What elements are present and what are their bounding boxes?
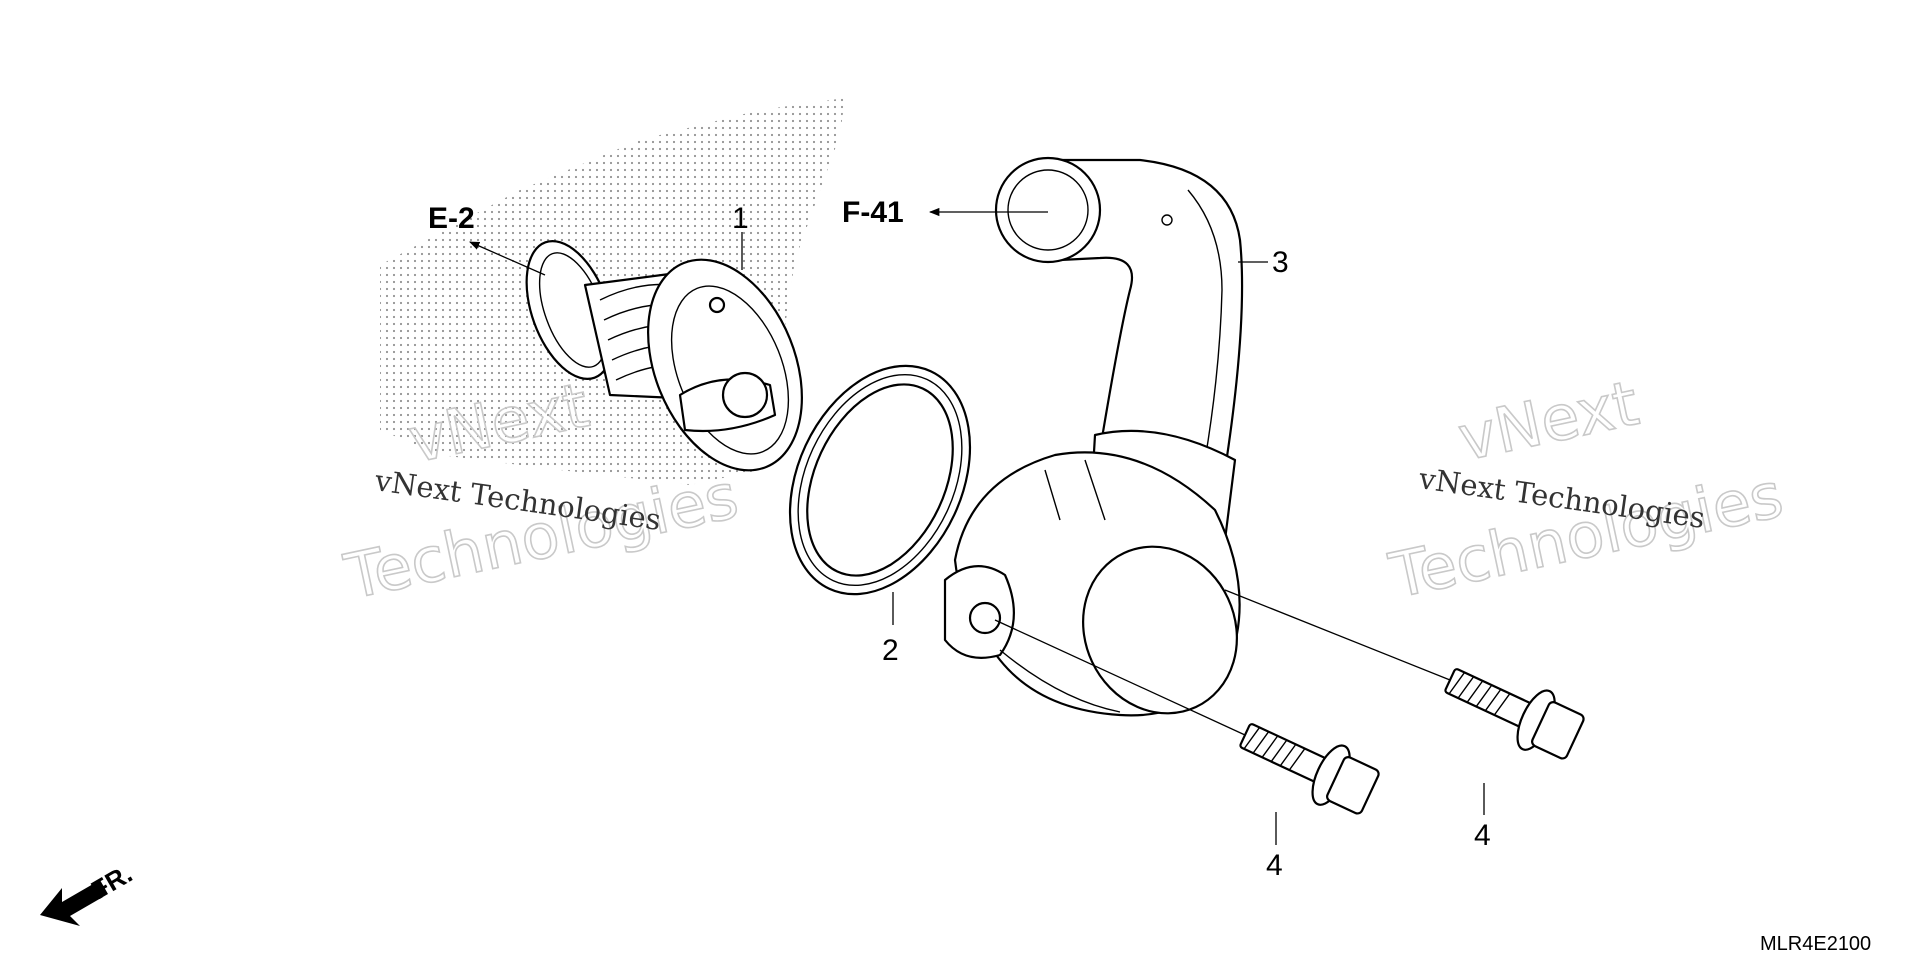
bolt-right	[1444, 668, 1585, 760]
front-arrow-icon	[40, 880, 108, 926]
front-direction-indicator: FR.	[40, 858, 137, 926]
bolt-left	[1239, 723, 1380, 815]
callout-4-right[interactable]: 4	[1474, 819, 1491, 852]
ref-f41-label[interactable]: F-41	[842, 196, 904, 229]
callout-3[interactable]: 3	[1272, 246, 1289, 279]
callout-1[interactable]: 1	[732, 202, 749, 235]
e2-arrow	[469, 241, 546, 276]
watermark-text: vNext	[1452, 366, 1644, 475]
diagram-code: MLR4E2100	[1760, 933, 1871, 955]
ref-e2-label[interactable]: E-2	[428, 202, 475, 235]
callout-2[interactable]: 2	[882, 634, 899, 667]
callout-4-left[interactable]: 4	[1266, 849, 1283, 882]
bolt-right-alignment-line	[1224, 589, 1451, 681]
bolt-left-alignment-line	[994, 619, 1246, 736]
thermostat	[525, 240, 803, 472]
thermostat-housing	[943, 156, 1244, 717]
gasket	[788, 364, 972, 596]
